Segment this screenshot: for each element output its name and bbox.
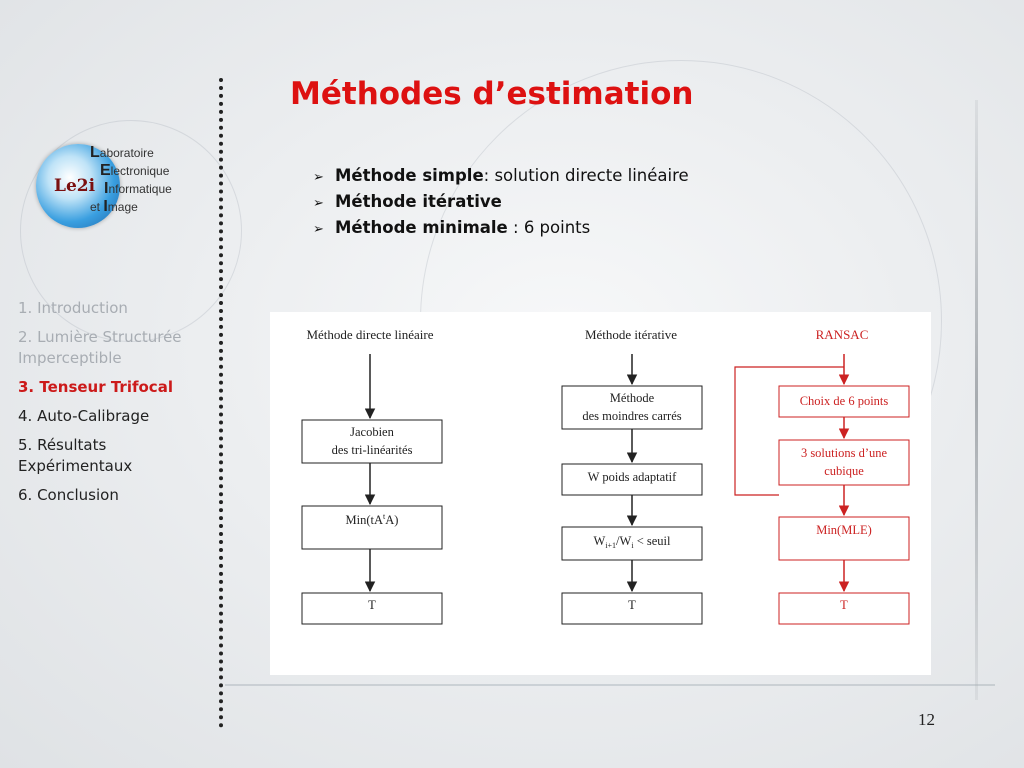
nav-item-conclusion[interactable]: 6. Conclusion <box>18 486 119 504</box>
col1-box-min <box>301 505 443 550</box>
col2-box-moindres-carres-line1: Méthode <box>610 391 655 405</box>
col1-box-t <box>301 592 443 625</box>
dotted-divider <box>219 78 223 728</box>
col3-box-cubique-line2: cubique <box>824 464 864 478</box>
col1-box-min-label: Min(tAtA) <box>346 512 399 527</box>
logo-emblem: Le2i <box>36 144 120 228</box>
nav-item-introduction[interactable]: 1. Introduction <box>18 299 128 317</box>
col3-box-choix <box>778 385 910 418</box>
col1-box-t-label: T <box>368 598 376 612</box>
section-nav: 1. Introduction 2. Lumière Structurée Im… <box>18 298 208 514</box>
col3-box-choix-label: Choix de 6 points <box>800 394 889 408</box>
col2-box-seuil <box>561 526 703 561</box>
arrow-bullet-icon: ➢ <box>313 222 324 237</box>
arrow-bullet-icon: ➢ <box>313 170 324 185</box>
logo-line: Laboratoire <box>90 144 154 161</box>
flowchart-panel: Méthode directe linéaire Jacobien des tr… <box>270 312 931 675</box>
lab-logo: Le2i Laboratoire Electronique Informatiq… <box>34 140 204 245</box>
bullet-list: ➢Méthode simple: solution directe linéai… <box>313 164 689 242</box>
col1-header: Méthode directe linéaire <box>306 327 433 342</box>
col2-box-moindres-carres-line2: des moindres carrés <box>582 409 681 423</box>
arrow-bullet-icon: ➢ <box>313 196 324 211</box>
col3-box-min-mle-label: Min(MLE) <box>816 523 872 537</box>
background-decoration <box>225 684 995 686</box>
col2-box-t <box>561 592 703 625</box>
slide-title: Méthodes d’estimation <box>290 76 694 112</box>
logo-wordmark: Laboratoire Electronique Informatique et… <box>90 144 172 216</box>
nav-item-lumiere-structuree[interactable]: 2. Lumière Structurée Imperceptible <box>18 328 182 367</box>
logo-line: et Image <box>90 198 138 215</box>
col3-box-cubique-line1: 3 solutions d’une <box>801 446 888 460</box>
nav-item-tenseur-trifocal[interactable]: 3. Tenseur Trifocal <box>18 378 173 396</box>
nav-item-resultats[interactable]: 5. Résultats Expérimentaux <box>18 436 133 475</box>
logo-emblem-text: Le2i <box>54 176 96 196</box>
flowchart-diagram: Méthode directe linéaire Jacobien des tr… <box>301 327 910 625</box>
col3-box-t <box>778 592 910 625</box>
background-decoration <box>20 120 242 342</box>
ransac-loop-line <box>734 366 844 496</box>
bullet-item: ➢Méthode simple: solution directe linéai… <box>313 164 689 190</box>
col3-box-cubique <box>778 439 910 486</box>
bullet-item: ➢Méthode itérative <box>313 190 689 216</box>
col2-box-seuil-label: Wi+1/Wi < seuil <box>594 534 671 550</box>
col2-box-t-label: T <box>628 598 636 612</box>
bullet-item: ➢Méthode minimale : 6 points <box>313 216 689 242</box>
col1-box-jacobien-line1: Jacobien <box>350 425 394 439</box>
logo-line: Electronique <box>100 162 170 179</box>
col1-box-jacobien-line2: des tri-linéarités <box>332 443 413 457</box>
col3-box-min-mle <box>778 516 910 561</box>
col2-box-poids-label: W poids adaptatif <box>588 470 677 484</box>
nav-item-auto-calibrage[interactable]: 4. Auto-Calibrage <box>18 407 150 425</box>
right-vertical-bar <box>975 100 978 700</box>
col2-box-moindres-carres <box>561 385 703 430</box>
col3-header: RANSAC <box>816 327 869 342</box>
logo-line: Informatique <box>104 180 172 197</box>
col3-box-t-label: T <box>840 598 848 612</box>
page-number: 12 <box>918 710 935 729</box>
col2-box-poids <box>561 463 703 496</box>
col2-header: Méthode itérative <box>585 327 677 342</box>
col1-box-jacobien <box>301 419 443 464</box>
